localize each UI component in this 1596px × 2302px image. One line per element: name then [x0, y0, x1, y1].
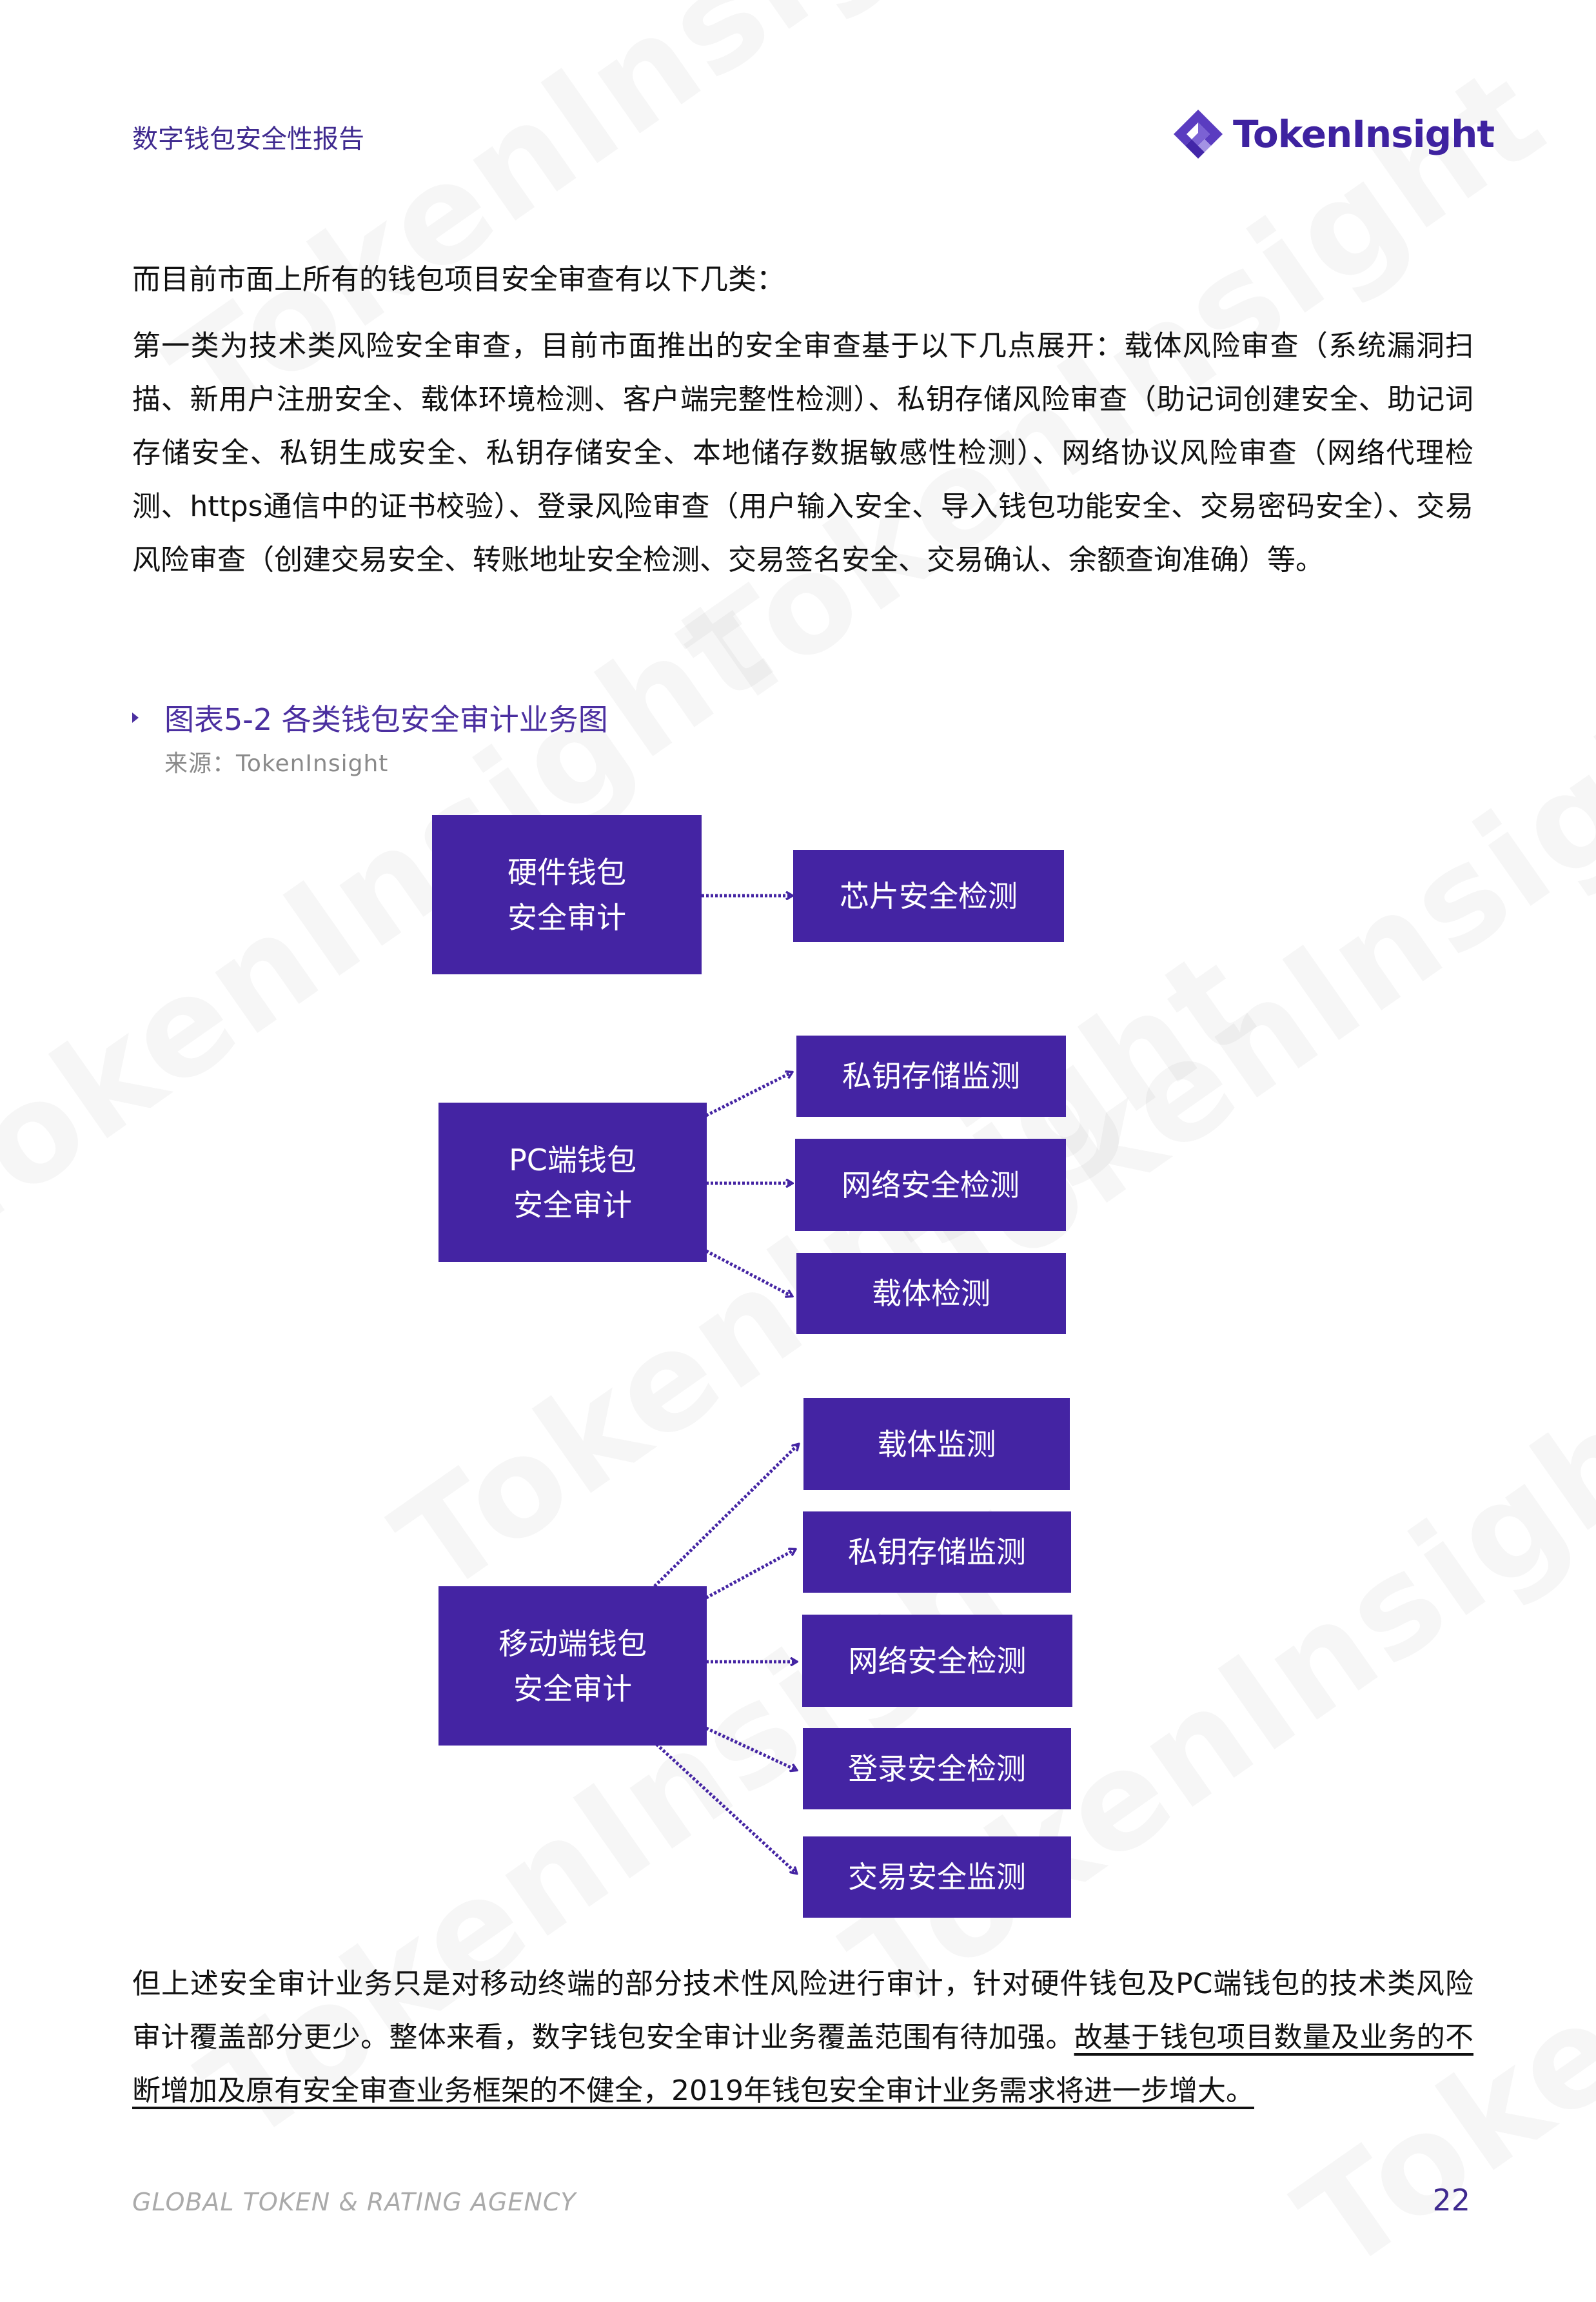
- page-number: 22: [1432, 2183, 1470, 2218]
- pc-carrier-box: 载体检测: [796, 1253, 1066, 1334]
- box-label: 安全审计: [513, 1187, 632, 1223]
- box-label: 私钥存储监测: [848, 1535, 1026, 1569]
- pc-network-security-box: 网络安全检测: [795, 1139, 1066, 1231]
- box-label: 登录安全检测: [848, 1751, 1026, 1786]
- figure-title: 图表5-2 各类钱包安全审计业务图: [132, 696, 608, 739]
- footer-agency: GLOBAL TOKEN & RATING AGENCY: [132, 2188, 576, 2216]
- mobile-network-security-box: 网络安全检测: [802, 1615, 1072, 1707]
- box-label: 安全审计: [507, 900, 626, 935]
- conclusion-underlined-text: 故基于钱包项目数量及业务的不断增加及原有安全审查业务框架的不健全，2019年钱包…: [132, 2021, 1473, 2107]
- box-label: 硬件钱包: [507, 854, 626, 890]
- mobile-login-security-box: 登录安全检测: [803, 1728, 1071, 1809]
- mobile-wallet-audit-box: 移动端钱包 安全审计: [438, 1586, 707, 1746]
- conclusion-paragraph: 但上述安全审计业务只是对移动终端的部分技术性风险进行审计，针对硬件钱包及PC端钱…: [132, 1957, 1473, 2118]
- pc-wallet-audit-box: PC端钱包 安全审计: [438, 1103, 707, 1262]
- mobile-private-key-box: 私钥存储监测: [803, 1511, 1071, 1593]
- box-label: PC端钱包: [509, 1142, 636, 1177]
- box-label: 移动端钱包: [498, 1626, 647, 1661]
- box-label: 私钥存储监测: [842, 1059, 1020, 1094]
- box-label: 芯片安全检测: [840, 878, 1018, 914]
- technical-audit-paragraph: 第一类为技术类风险安全审查，目前市面推出的安全审查基于以下几点展开：载体风险审查…: [132, 330, 1473, 576]
- box-label: 网络安全检测: [848, 1643, 1027, 1678]
- box-label: 载体检测: [872, 1276, 990, 1311]
- mobile-transaction-security-box: 交易安全监测: [803, 1836, 1071, 1918]
- tokeninsight-diamond-logo-icon: [1174, 110, 1223, 159]
- box-label: 载体监测: [877, 1426, 996, 1462]
- figure-source: 来源：TokenInsight: [164, 751, 389, 777]
- chip-security-box: 芯片安全检测: [793, 850, 1064, 942]
- box-label: 安全审计: [513, 1671, 632, 1706]
- figure-title-text: 图表5-2 各类钱包安全审计业务图: [164, 702, 608, 737]
- intro-paragraph: 而目前市面上所有的钱包项目安全审查有以下几类：: [132, 263, 785, 296]
- report-title: 数字钱包安全性报告: [132, 124, 364, 154]
- box-label: 网络安全检测: [842, 1167, 1020, 1203]
- tokeninsight-logo: TokenInsight: [1172, 108, 1495, 160]
- box-label: 交易安全监测: [848, 1860, 1026, 1894]
- pc-private-key-box: 私钥存储监测: [796, 1036, 1066, 1117]
- bullet-triangle-icon: [132, 713, 139, 723]
- conclusion-text: 但上述安全审计业务只是对移动终端的部分技术性风险进行审计，针对硬件钱包及PC端钱…: [132, 1967, 1473, 2054]
- logo-text: TokenInsight: [1233, 112, 1495, 156]
- mobile-carrier-box: 载体监测: [803, 1398, 1070, 1490]
- hardware-wallet-audit-box: 硬件钱包 安全审计: [432, 815, 702, 974]
